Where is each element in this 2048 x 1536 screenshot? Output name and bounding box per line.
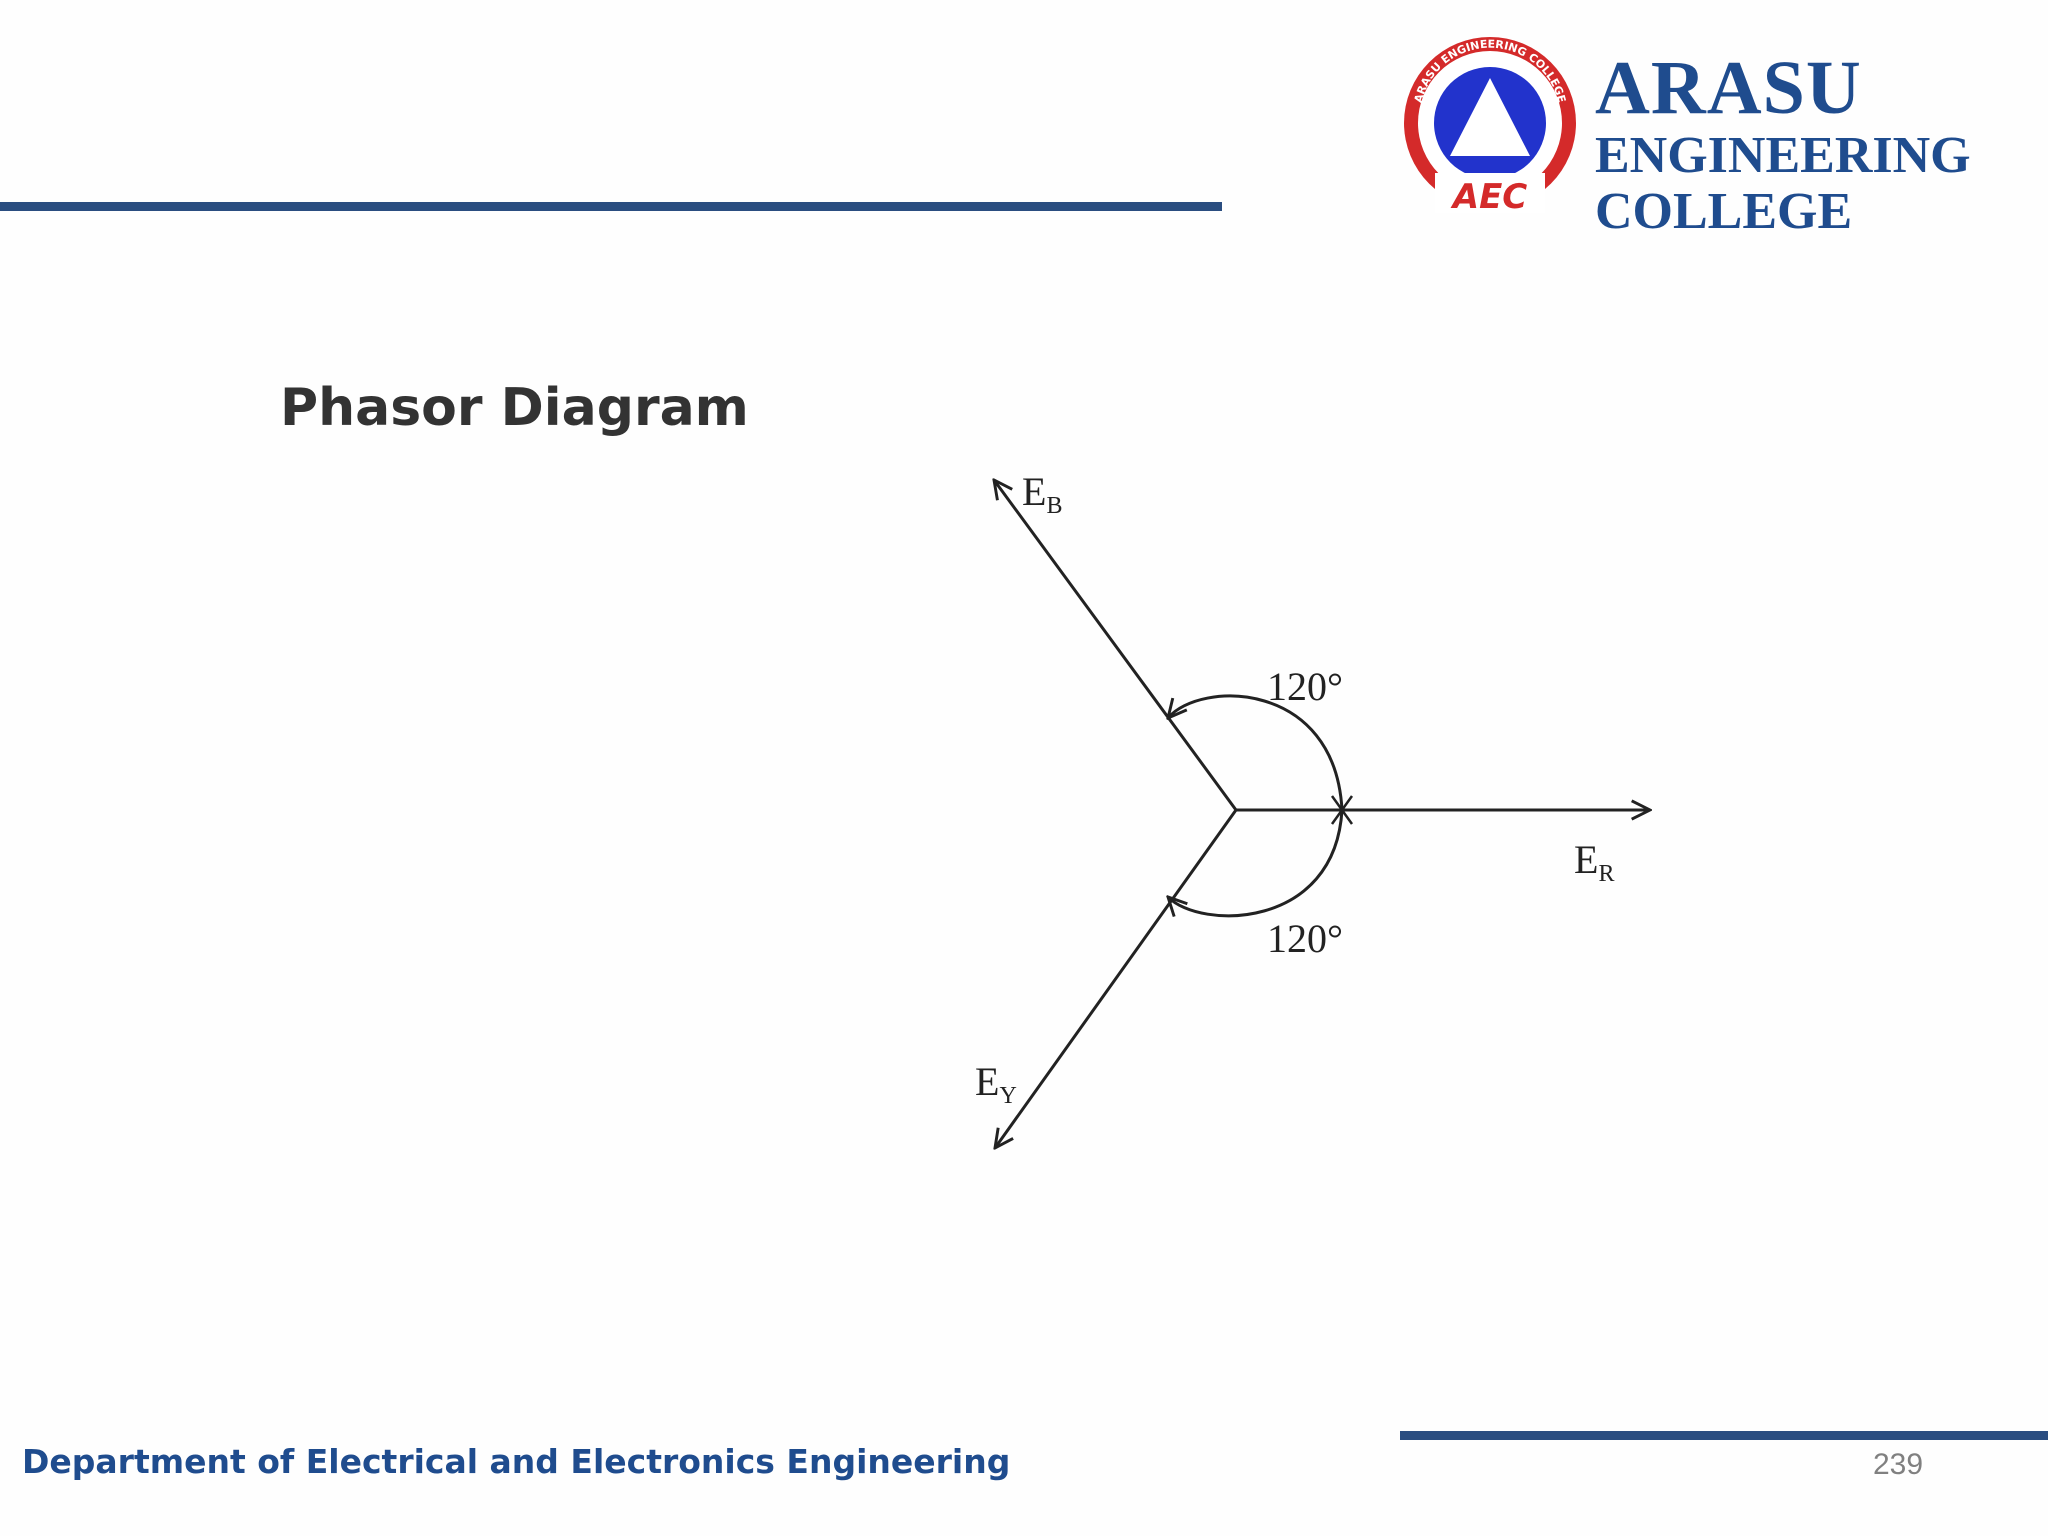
svg-text:AEC: AEC — [1450, 177, 1528, 217]
phasor-label-eb: EB — [1022, 469, 1062, 519]
college-seal-icon: ARASU ENGINEERING COLLEGE AEC — [1404, 37, 1576, 217]
angle-arc-lower — [1168, 809, 1344, 918]
diagram-title: Phasor Diagram — [280, 378, 749, 438]
college-logo: ARASU ENGINEERING COLLEGE AEC ARASU ENGI… — [1395, 28, 2045, 238]
angle-label-upper: 120° — [1267, 664, 1343, 709]
department-name: Department of Electrical and Electronics… — [22, 1442, 1011, 1481]
phasor-label-ey: EY — [975, 1059, 1017, 1109]
angle-arc-upper — [1168, 694, 1344, 811]
college-name-line3: COLLEGE — [1595, 183, 1853, 240]
phasor-label-er: ER — [1574, 837, 1614, 887]
college-name-line1: ARASU — [1595, 46, 1862, 130]
phasor-eb-line — [994, 480, 1238, 811]
header-rule — [0, 202, 1222, 211]
college-name: ARASU ENGINEERING COLLEGE — [1595, 50, 1971, 238]
footer-rule — [1400, 1431, 2048, 1440]
phasor-ey-line — [995, 809, 1238, 1148]
angle-label-lower: 120° — [1267, 916, 1343, 961]
college-name-line2: ENGINEERING — [1595, 127, 1971, 184]
page-number: 239 — [1873, 1448, 1924, 1481]
